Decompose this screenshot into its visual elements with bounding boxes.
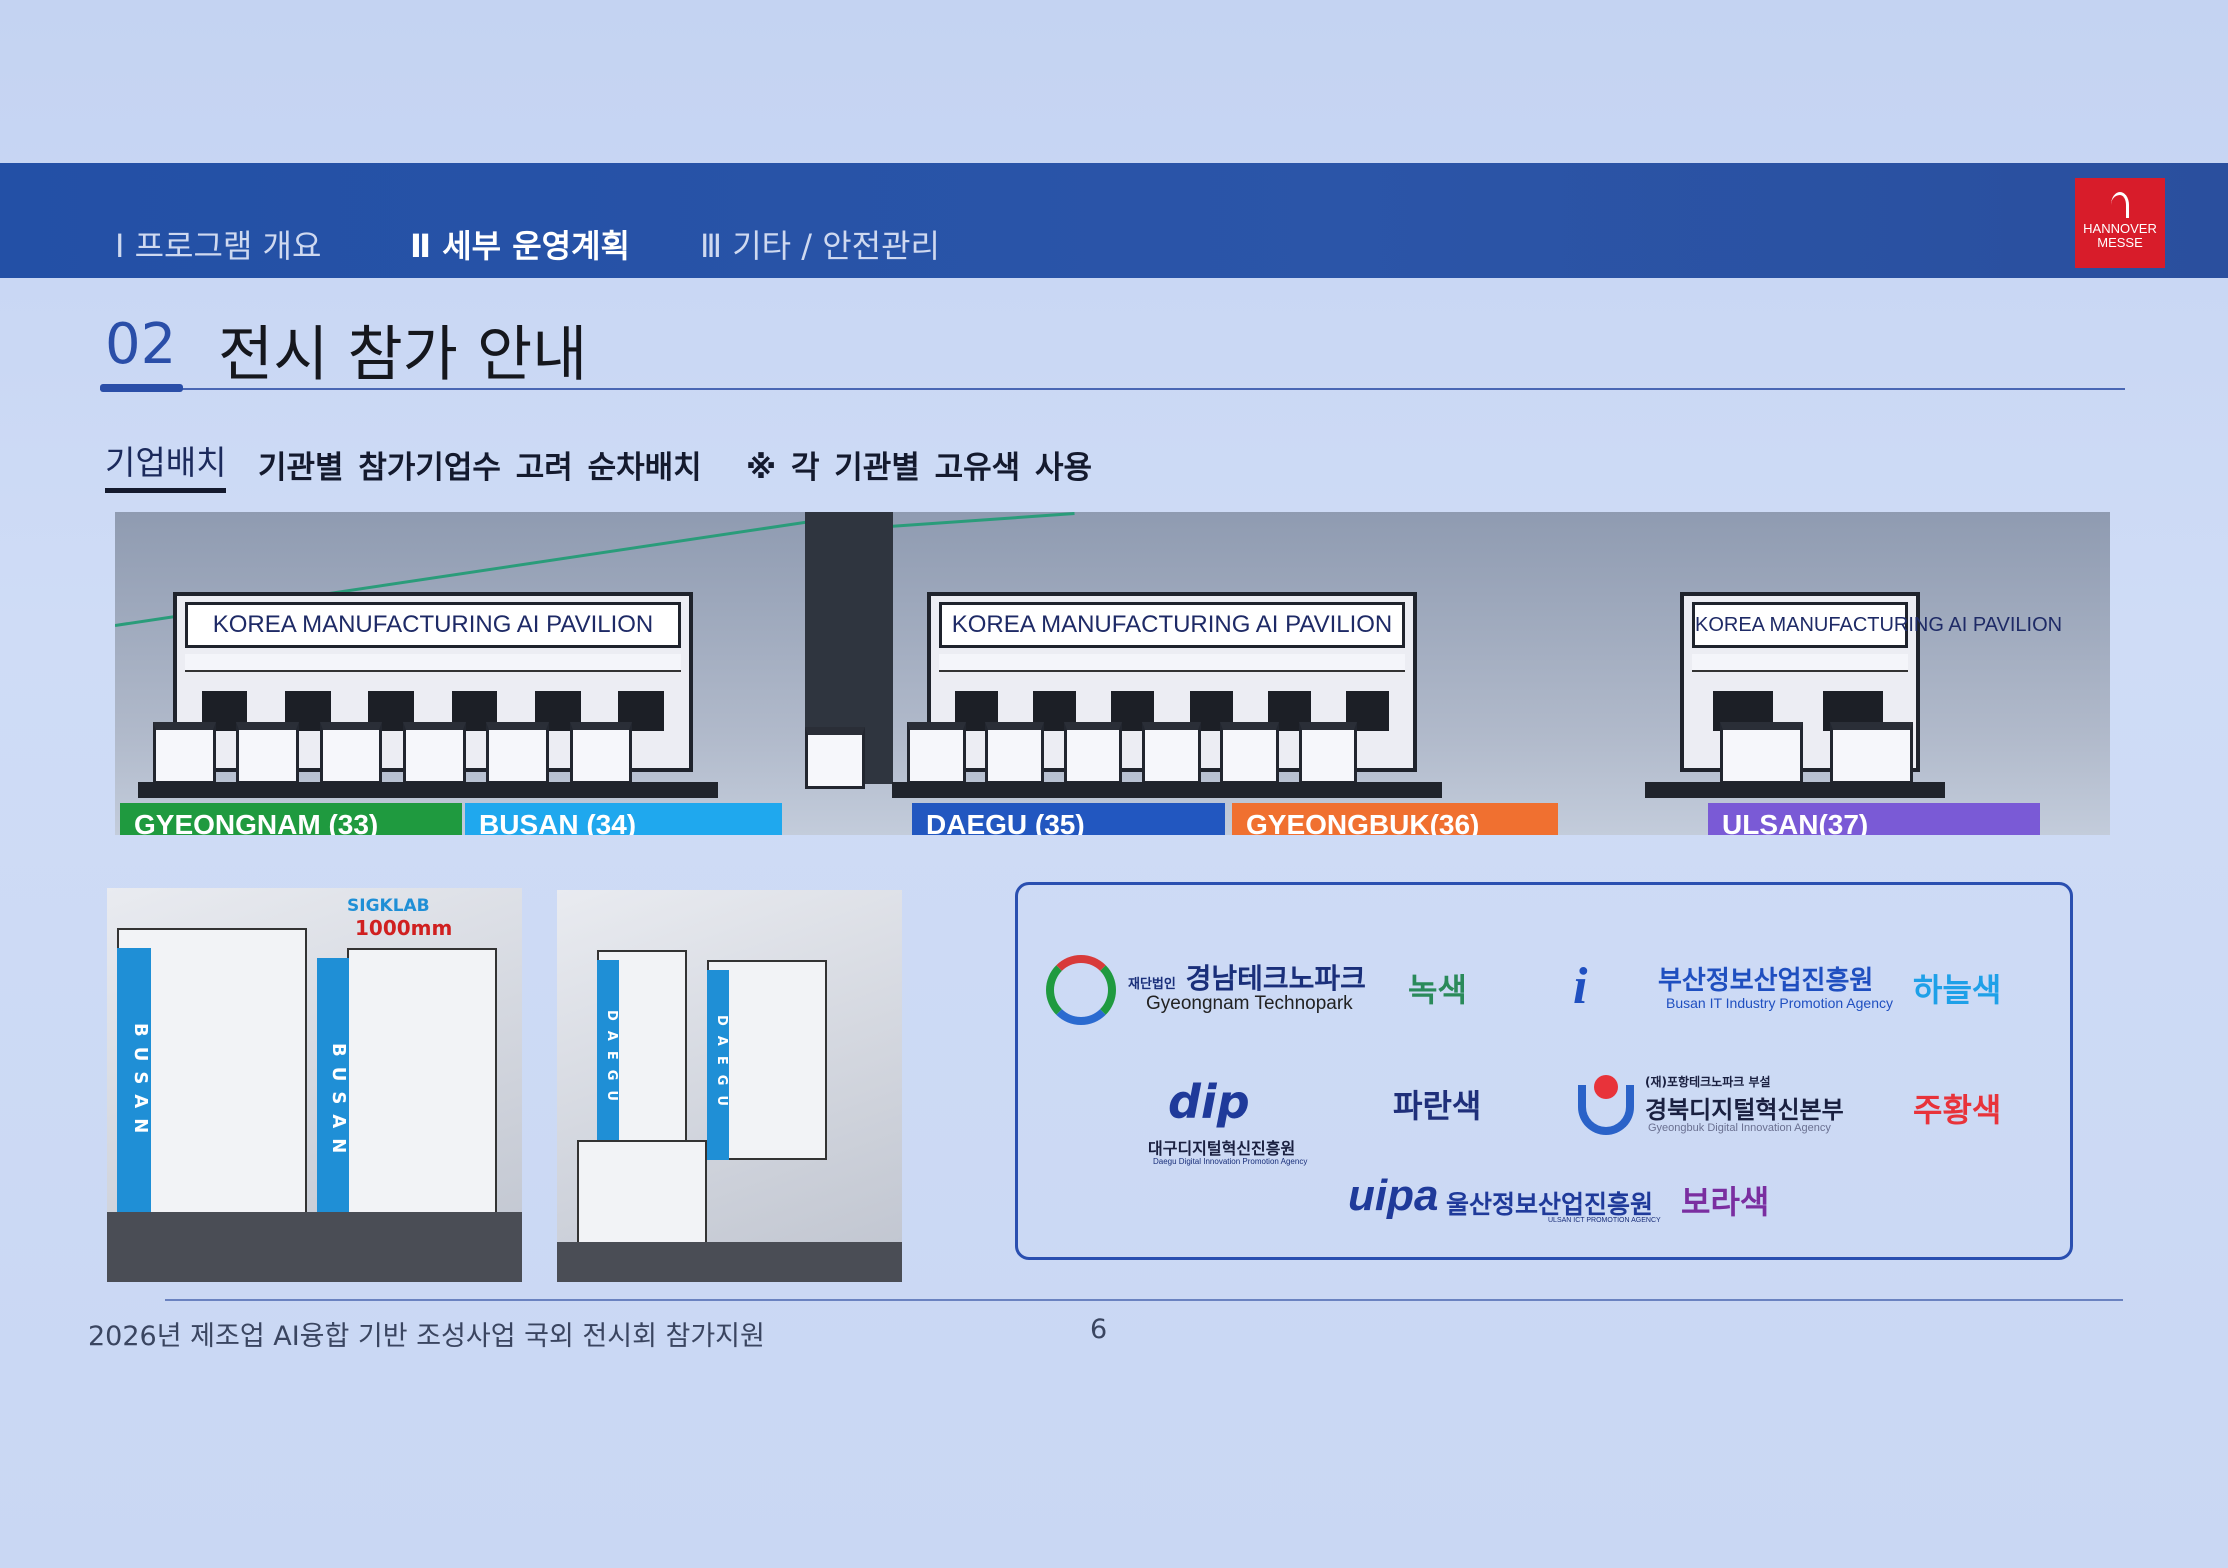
booth-platform [892,782,1442,798]
agency-name: 경남테크노파크 [1185,962,1366,995]
company-logo-strip [939,654,1405,672]
color-name-sky-blue: 하늘색 [1913,971,2002,1009]
region-label-daegu: DAEGU (35) [912,803,1225,835]
agency-color-legend: 재단법인 경남테크노파크 Gyeongnam Technopark 녹색 i 부… [1015,882,2073,1260]
company-logo-strip [1692,654,1908,672]
info-counter [805,727,865,789]
agency-prefix: (재)포항테크노파크 부설 [1645,1075,1771,1089]
region-label-busan: BUSAN (34) [465,803,782,835]
pavilion-banner: KOREA MANUFACTURING AI PAVILION [185,602,681,648]
side-banner: DAEGU [707,970,729,1160]
agency-name-en: Gyeongbuk Digital Innovation Agency [1648,1122,1831,1134]
booth-floor [557,1242,902,1282]
region-label-gyeongnam: GYEONGNAM (33) [120,803,462,835]
booth-counter [1220,722,1280,784]
floor-marking-line [874,512,1075,529]
booth-counter [319,722,383,784]
page-title: 전시 참가 안내 [218,320,588,390]
subheading-key: 기업배치 [105,436,227,493]
nav-item-operation-plan[interactable]: Ⅱ 세부 운영계획 [410,227,630,265]
booth-counter [907,722,966,784]
agency-name: 경북디지털혁신본부 [1645,1096,1844,1124]
booth-counter [569,722,633,784]
uipa-logo-mark: uipa [1348,1171,1439,1220]
side-banner: BUSAN [117,948,151,1218]
agency-name-en: ULSAN ICT PROMOTION AGENCY [1548,1217,1661,1224]
booth-counter [1830,722,1913,784]
booth-counter [1142,722,1201,784]
dimension-label: 1000mm [355,916,453,940]
subheading-text: 기관별 참가기업수 고려 순차배치 ※ 각 기관별 고유색 사용 [258,442,1092,487]
booth-panel [347,948,497,1248]
booth-photo-busan: BUSAN BUSAN SIGKLAB 1000mm [107,888,522,1282]
side-banner: DAEGU [597,960,619,1160]
booth-counter [486,722,549,784]
nav-item-program-overview[interactable]: Ⅰ 프로그램 개요 [115,227,322,265]
agency-name-en: Busan IT Industry Promotion Agency [1666,995,1893,1011]
footer-divider [165,1299,2123,1301]
pavilion-banner: KOREA MANUFACTURING AI PAVILION [939,602,1405,648]
logo-dot [1594,1075,1618,1099]
agency-name: 부산정보산업진흥원 [1658,966,1874,996]
booth-platform [138,782,718,798]
subheading-description: 기관별 참가기업수 고려 순차배치 [258,450,702,486]
page-number: 6 [1090,1314,1108,1345]
title-divider-accent [100,384,183,392]
booth-counter [985,722,1045,784]
color-name-purple: 보라색 [1681,1183,1770,1221]
subheading-note: ※ 각 기관별 고유색 사용 [746,450,1093,486]
region-label-ulsan: ULSAN(37) [1708,803,2040,835]
agency-name: 울산정보산업진흥원 [1446,1190,1654,1219]
booth-platform [1645,782,1945,798]
footer-text: 2026년 제조업 AI융합 기반 조성사업 국외 전시회 참가지원 [88,1321,765,1352]
booth-layout-rendering: KOREA MANUFACTURING AI PAVILION KOREA MAN… [115,512,2110,835]
color-name-blue: 파란색 [1393,1087,1482,1125]
gyeongnam-technopark-logo-icon [1046,955,1116,1025]
color-name-orange: 주황색 [1913,1091,2002,1129]
title-divider [100,388,2125,390]
region-label-gyeongbuk: GYEONGBUK(36) [1232,803,1558,835]
pavilion-booth: KOREA MANUFACTURING AI PAVILION [173,592,693,772]
nav-item-safety-management[interactable]: Ⅲ 기타 / 안전관리 [700,227,940,265]
agency-prefix: 재단법인 [1128,977,1176,992]
side-banner: BUSAN [317,958,349,1248]
booth-counter [1063,722,1123,784]
busan-agency-logo-icon: i [1573,958,1588,1015]
booth-counter [153,722,216,784]
booth-counter [1298,722,1358,784]
booth-photo-daegu: DAEGU DAEGU [557,890,902,1282]
gyeongbuk-agency-logo-icon [1578,1085,1634,1135]
booth-floor [107,1212,522,1282]
agency-name: 대구디지털혁신진흥원 [1148,1139,1296,1158]
section-number: 02 [105,312,177,377]
company-logo-strip [185,654,681,672]
dip-logo-mark: dip [1168,1075,1250,1129]
booth-counter [403,722,466,784]
color-name-green: 녹색 [1408,971,1467,1009]
booth-counter [1720,722,1803,784]
agency-name-en: Gyeongnam Technopark [1146,993,1353,1014]
brand-label: SIGKLAB [347,896,430,916]
booth-counter [236,722,299,784]
top-navigation-bar: Ⅰ 프로그램 개요 Ⅱ 세부 운영계획 Ⅲ 기타 / 안전관리 HANNOVER… [0,163,2228,278]
agency-name-en: Daegu Digital Innovation Promotion Agenc… [1153,1157,1308,1166]
pavilion-banner: KOREA MANUFACTURING AI PAVILION [1692,602,2062,648]
